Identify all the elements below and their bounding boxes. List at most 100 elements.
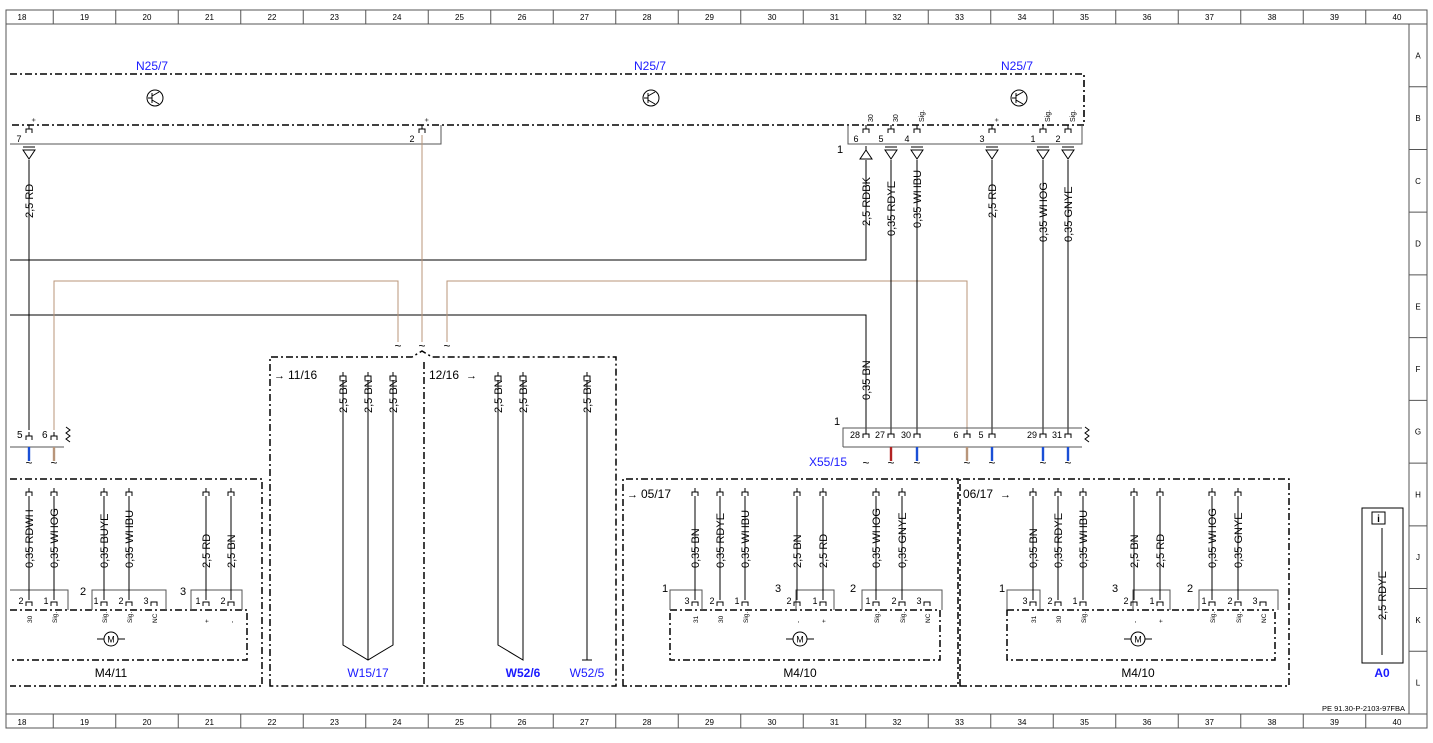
column-number: 27 xyxy=(580,13,589,22)
svg-text:~: ~ xyxy=(988,456,995,470)
pin-symbol xyxy=(1156,488,1164,496)
pin-symbol xyxy=(898,488,906,496)
wire-label: 2,5 RD xyxy=(24,184,36,218)
pin-symbol xyxy=(716,488,724,496)
pin-tag: + xyxy=(994,118,1001,122)
wire-label: 0,35 WHBU xyxy=(740,510,752,568)
column-number: 34 xyxy=(1018,718,1027,727)
column-number: 18 xyxy=(18,718,27,727)
column-number: 29 xyxy=(705,13,714,22)
pin-tag: Sig. xyxy=(743,612,750,623)
pin-symbol xyxy=(125,601,133,606)
svg-text:~: ~ xyxy=(50,456,57,470)
pin-number: 2 xyxy=(1123,596,1128,606)
pin-tag: NC xyxy=(1261,613,1268,623)
pin-number: 2 xyxy=(1055,134,1060,144)
pin-tag: Sig. xyxy=(127,612,134,623)
column-number: 21 xyxy=(205,13,214,22)
column-number: 20 xyxy=(143,718,152,727)
pin-number: 3 xyxy=(1252,596,1257,606)
motor-icon: M xyxy=(97,631,125,647)
pin-symbol xyxy=(50,488,58,496)
row-letter: E xyxy=(1415,302,1420,311)
column-number: 30 xyxy=(768,718,777,727)
pin-number: 2 xyxy=(220,596,225,606)
svg-text:~: ~ xyxy=(963,456,970,470)
pin-symbol xyxy=(1156,601,1164,606)
column-number: 22 xyxy=(268,13,277,22)
pin-symbol xyxy=(716,601,724,606)
pin-number: 1 xyxy=(1072,596,1077,606)
column-number: 30 xyxy=(768,13,777,22)
wire-label: 0,35 RDYE xyxy=(886,181,898,236)
pin-symbol xyxy=(862,125,870,133)
column-number: 20 xyxy=(143,13,152,22)
pin-symbol xyxy=(339,372,347,380)
column-number: 31 xyxy=(830,13,839,22)
w52-5-label: W52/5 xyxy=(570,666,605,680)
pin-symbol xyxy=(963,430,971,438)
svg-text:~: ~ xyxy=(25,456,32,470)
column-number: 35 xyxy=(1080,13,1089,22)
pin-symbol xyxy=(389,372,397,380)
pin-number: 30 xyxy=(901,430,911,440)
wire-label: 2,5 BN xyxy=(792,534,804,568)
pin-number: 7 xyxy=(16,134,21,144)
terminal-symbol xyxy=(910,146,924,160)
x55-15-connector: 1 X55/15 xyxy=(809,416,1090,469)
pin-symbol xyxy=(1064,125,1072,133)
pin-number: 1 xyxy=(812,596,817,606)
n25-7-label-left: N25/7 xyxy=(136,59,168,73)
m4-10-group-left: → 05/17 M4/10 xyxy=(622,478,959,687)
pin-symbol xyxy=(887,430,895,438)
svg-text:~: ~ xyxy=(1039,456,1046,470)
column-number: 19 xyxy=(80,718,89,727)
pin-symbol xyxy=(1029,488,1037,496)
wire-label: 2,5 RD xyxy=(987,184,999,218)
pin-tag: Sig. xyxy=(1081,612,1088,623)
pin-tag: - xyxy=(1132,621,1139,623)
pin-number: 27 xyxy=(875,430,885,440)
pin-symbol xyxy=(898,601,906,606)
pin-symbol xyxy=(25,601,33,606)
connector-number: 1 xyxy=(662,583,668,595)
pin-symbol xyxy=(923,601,931,606)
w52-6-label: W52/6 xyxy=(506,666,541,680)
column-number: 38 xyxy=(1268,718,1277,727)
column-number: 40 xyxy=(1393,13,1402,22)
pin-tag: 31 xyxy=(693,615,700,623)
connector-number: 2 xyxy=(850,583,856,595)
pin-number: 1 xyxy=(195,596,200,606)
row-letter: B xyxy=(1415,114,1420,123)
row-letter: D xyxy=(1415,240,1421,249)
pin-number: 5 xyxy=(17,430,23,441)
pin-symbol xyxy=(872,488,880,496)
wire-label: 0,35 WHOG xyxy=(49,508,61,568)
wire-label: 0,35 RDWH xyxy=(24,509,36,568)
wire-label: 0,35 BN xyxy=(1028,528,1040,568)
pin-tag: 30 xyxy=(27,615,34,623)
pin-symbol xyxy=(913,125,921,133)
column-number: 33 xyxy=(955,13,964,22)
connector-housing xyxy=(669,589,703,610)
pin-tag: 30 xyxy=(1056,615,1063,623)
column-number: 24 xyxy=(393,718,402,727)
m4-10-label-right: M4/10 xyxy=(1121,666,1155,680)
x55-15-label: X55/15 xyxy=(809,455,847,469)
pin-symbol xyxy=(1208,601,1216,606)
wire-label: 0,35 BN xyxy=(690,528,702,568)
pin-symbol xyxy=(913,430,921,438)
column-number: 25 xyxy=(455,718,464,727)
pin-number: 31 xyxy=(1052,430,1062,440)
connector-number: 3 xyxy=(775,583,781,595)
wire-label: 2,5 BN xyxy=(1129,534,1141,568)
row-letter: C xyxy=(1415,177,1421,186)
wire-label: 0,35 WHBU xyxy=(912,170,924,228)
terminal-symbol xyxy=(22,146,36,160)
pin-symbol xyxy=(1039,430,1047,438)
connector-housing xyxy=(1132,589,1171,610)
